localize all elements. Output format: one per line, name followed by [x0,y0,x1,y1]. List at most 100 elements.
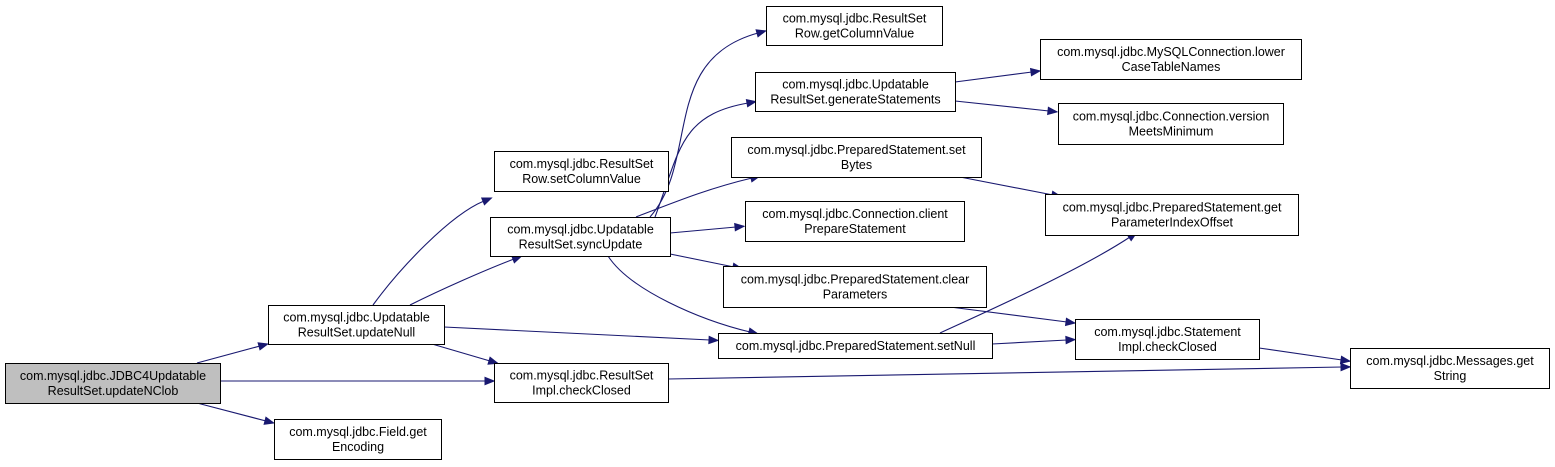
node-label-line: com.mysql.jdbc.PreparedStatement.set [747,143,966,157]
node-box[interactable] [1040,39,1302,80]
node-box[interactable] [745,201,965,242]
edge-n8-to-n12 [954,67,1042,83]
node-box[interactable] [718,333,993,359]
edge-n6-to-n15 [991,335,1077,345]
node-box[interactable] [755,72,956,112]
node-n5[interactable]: com.mysql.jdbc.UpdatableResultSet.syncUp… [490,217,671,257]
node-n6[interactable]: com.mysql.jdbc.PreparedStatement.setNull [718,333,993,359]
root-node-box[interactable] [5,363,221,404]
node-box[interactable] [1058,103,1284,145]
node-box[interactable] [731,137,982,178]
node-box[interactable] [494,363,669,403]
node-label-line: com.mysql.jdbc.ResultSet [783,12,927,26]
node-n8[interactable]: com.mysql.jdbc.UpdatableResultSet.genera… [755,72,956,112]
node-label-line: Impl.checkClosed [532,384,631,398]
edges-layer [196,29,1352,425]
arrowhead-icon [1065,335,1077,345]
node-label-line: Parameters [823,288,888,302]
node-label-line: CaseTableNames [1122,60,1221,74]
arrowhead-icon [708,335,720,345]
edge-n2-to-n16 [667,362,1352,380]
node-label-line: com.mysql.jdbc.PreparedStatement.clear [741,273,970,287]
edge-line [409,258,515,306]
node-label-line: com.mysql.jdbc.MySQLConnection.lower [1057,45,1285,59]
node-label-line: com.mysql.jdbc.PreparedStatement.setNull [736,339,976,353]
node-box[interactable] [723,266,987,308]
node-box[interactable] [766,6,943,46]
node-label-line: Encoding [332,440,384,454]
node-label-line: com.mysql.jdbc.Connection.version [1073,110,1270,124]
node-label-line: com.mysql.jdbc.Updatable [782,78,929,92]
node-box[interactable] [1350,348,1550,389]
edge-line [939,236,1131,334]
node-box[interactable] [274,419,442,460]
edge-line [954,100,1050,112]
arrowhead-icon [484,376,496,386]
edge-n0-to-n2 [221,376,496,386]
edge-n5-to-n8 [654,98,758,218]
node-label-line: com.mysql.jdbc.Updatable [507,223,654,237]
edge-n8-to-n13 [954,100,1059,116]
node-label-line: com.mysql.jdbc.Connection.client [762,207,948,221]
node-label-line: com.mysql.jdbc.Messages.get [1366,354,1534,368]
edge-line [607,255,751,333]
node-box[interactable] [1075,319,1260,360]
node-label-line: MeetsMinimum [1129,125,1214,139]
node-n14[interactable]: com.mysql.jdbc.PreparedStatement.getPara… [1045,194,1299,236]
node-n0[interactable]: com.mysql.jdbc.JDBC4UpdatableResultSet.u… [5,363,221,404]
node-box[interactable] [1045,194,1299,236]
node-n11[interactable]: com.mysql.jdbc.PreparedStatement.clearPa… [723,266,987,308]
node-label-line: com.mysql.jdbc.Field.get [289,425,427,439]
node-label-line: com.mysql.jdbc.Updatable [283,311,430,325]
node-box[interactable] [490,217,671,257]
edge-n15-to-n16 [1258,347,1352,365]
edge-line [196,345,261,364]
edge-line [372,200,485,306]
arrowhead-icon [1029,67,1042,77]
node-box[interactable] [494,151,669,192]
edge-line [635,177,753,218]
node-n9[interactable]: com.mysql.jdbc.PreparedStatement.setByte… [731,137,982,178]
node-n1[interactable]: com.mysql.jdbc.UpdatableResultSet.update… [268,305,445,345]
edge-line [1258,347,1343,361]
edge-n11-to-n15 [949,306,1077,327]
edge-n0-to-n3 [196,402,276,425]
edge-line [669,253,735,268]
edge-line [196,402,267,422]
edge-line [954,71,1033,83]
edge-line [991,339,1068,345]
edge-line [949,306,1068,323]
node-label-line: Row.setColumnValue [522,172,641,186]
node-n7[interactable]: com.mysql.jdbc.ResultSetRow.getColumnVal… [766,6,943,46]
node-label-line: ResultSet.updateNClob [48,384,179,398]
edge-line [431,343,491,362]
node-n10[interactable]: com.mysql.jdbc.Connection.clientPrepareS… [745,201,965,242]
arrowhead-icon [1340,362,1352,372]
node-label-line: PrepareStatement [804,222,906,236]
arrowhead-icon [1064,317,1077,327]
node-label-line: com.mysql.jdbc.PreparedStatement.get [1063,201,1282,215]
node-box[interactable] [268,305,445,345]
node-label-line: ResultSet.generateStatements [770,93,940,107]
edge-n5-to-n7 [649,29,768,218]
node-label-line: com.mysql.jdbc.JDBC4Updatable [20,369,206,383]
node-n12[interactable]: com.mysql.jdbc.MySQLConnection.lowerCase… [1040,39,1302,80]
node-label-line: Bytes [841,158,872,172]
edge-n1-to-n2 [431,343,499,365]
node-n13[interactable]: com.mysql.jdbc.Connection.versionMeetsMi… [1058,103,1284,145]
edge-line [654,102,749,218]
node-label-line: ResultSet.syncUpdate [519,238,643,252]
node-n4[interactable]: com.mysql.jdbc.ResultSetRow.setColumnVal… [494,151,669,192]
edge-n1-to-n4 [372,197,493,306]
edge-line [649,32,759,218]
arrowhead-icon [480,197,493,206]
edge-n1-to-n6 [443,326,720,345]
arrowhead-icon [745,98,758,108]
edge-n0-to-n1 [196,342,270,364]
node-label-line: com.mysql.jdbc.ResultSet [510,157,654,171]
